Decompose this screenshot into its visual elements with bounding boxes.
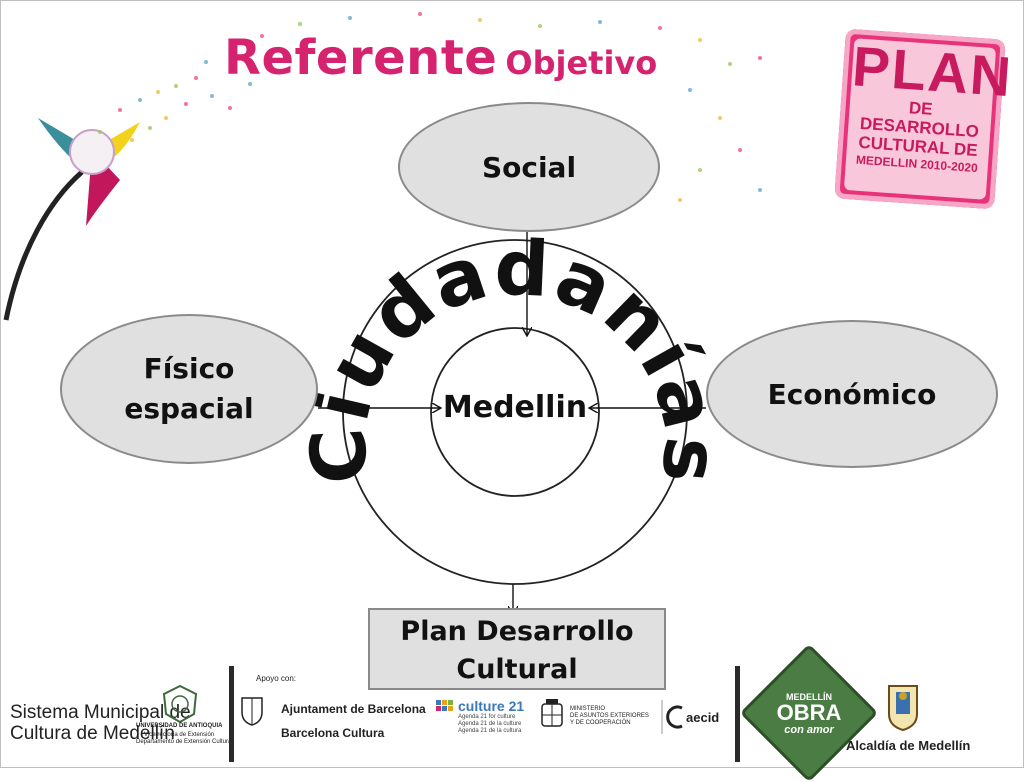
alcaldia-crest-icon [888, 685, 918, 732]
diagram-canvas: Ciudadanías [293, 223, 735, 660]
barcelona-crest-icon [241, 697, 263, 726]
culture21-line3: Agenda 21 de la cultura [458, 728, 522, 734]
output-box: Plan Desarrollo Cultural [368, 608, 666, 690]
pinwheel-decoration [3, 12, 762, 321]
sistema-line1: Sistema Municipal de [10, 702, 191, 723]
node-fisico-espacial: Físico espacial [60, 314, 318, 464]
culture21-subtitle: Agenda 21 for culture Agenda 21 de la cu… [458, 714, 521, 735]
footer-divider-left [229, 666, 234, 762]
culture21-line2: Agenda 21 de la culture [458, 721, 522, 727]
udea-line2: Departamento de Extensión Cultural [136, 739, 233, 745]
node-fisico-line1: Físico [143, 352, 235, 385]
aecid-icon [661, 700, 683, 734]
pinwheel-stick [3, 170, 84, 321]
obra-line1: MEDELLÍN [786, 692, 832, 702]
obra-line3: con amor [784, 724, 834, 736]
sistema-municipal-logo: Sistema Municipal de Cultura de Medellín [10, 702, 191, 744]
obra-line2: OBRA [776, 700, 842, 725]
barcelona-line2: Barcelona Cultura [281, 726, 385, 740]
apoyo-label: Apoyo con: [256, 674, 297, 683]
udea-name: UNIVERSIDAD DE ANTIOQUIA [136, 723, 223, 729]
footer-divider-right [735, 666, 740, 762]
udea-line1: Vicerrectoría de Extensión [143, 732, 215, 738]
udea-seal-icon [162, 684, 198, 724]
title-sub: Objetivo [505, 44, 658, 82]
node-social: Social [398, 102, 660, 232]
culture21-title: culture 21 [458, 698, 525, 714]
center-label: Medellin [442, 390, 588, 425]
barcelona-line1: Ajuntament de Barcelona [281, 702, 426, 716]
footer-logos: Sistema Municipal de Cultura de Medellín… [0, 643, 1024, 782]
alcaldia-label: Alcaldía de Medellín [846, 738, 971, 753]
sistema-line2: Cultura de Medellín [10, 723, 175, 744]
udea-subtitle: Vicerrectoría de Extensión Departamento … [136, 732, 233, 746]
ministerio-line3: Y DE COOPERACIÓN [570, 720, 631, 726]
confetti-dots [98, 12, 762, 202]
node-economico: Económico [706, 320, 998, 468]
culture21-icon [436, 700, 453, 711]
title-main: Referente [224, 30, 498, 86]
node-fisico-line2: espacial [124, 392, 254, 425]
node-social-label: Social [481, 150, 577, 184]
ministerio-line2: DE ASUNTOS EXTERIORES [570, 713, 649, 719]
culture21-line1: Agenda 21 for culture [458, 714, 516, 720]
pinwheel-center [69, 129, 115, 175]
aecid-label: aecid [686, 710, 720, 725]
ministerio-text: MINISTERIO DE ASUNTOS EXTERIORES Y DE CO… [570, 706, 649, 727]
output-line1: Plan Desarrollo [400, 616, 634, 647]
output-line2: Cultural [456, 654, 578, 685]
ministerio-line1: MINISTERIO [570, 706, 606, 712]
spain-coat-of-arms-icon [541, 699, 563, 727]
inner-circle [430, 327, 600, 497]
medellin-obra-text: MEDELLÍN OBRA con amor [756, 692, 862, 736]
node-economico-label: Económico [767, 377, 937, 411]
